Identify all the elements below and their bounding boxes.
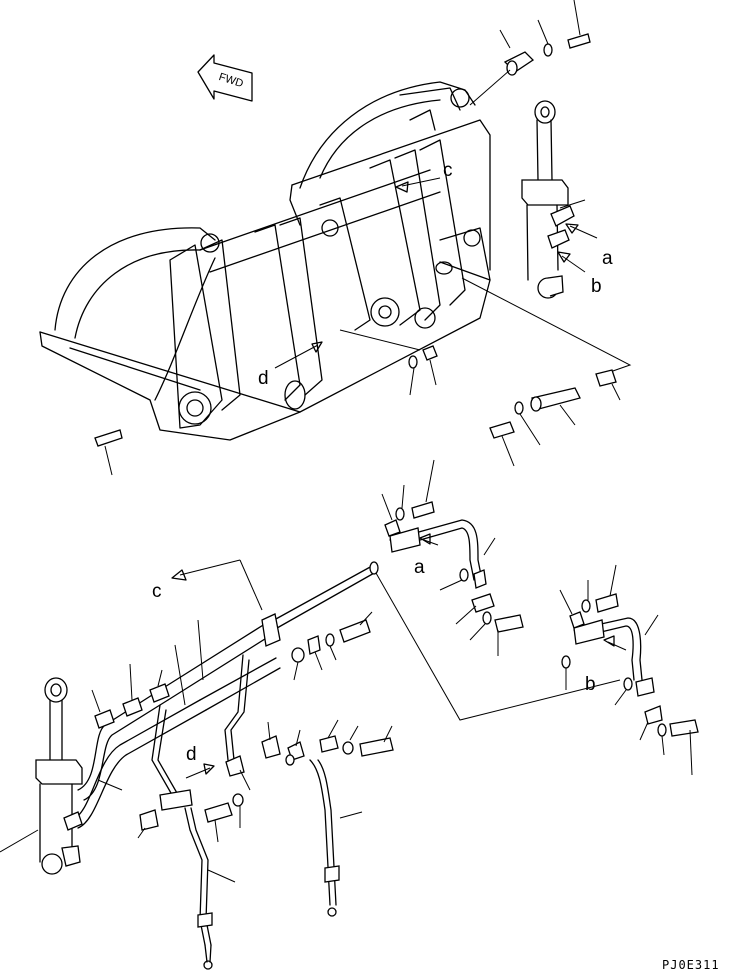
fwd-arrow: FWD bbox=[197, 54, 253, 102]
callout-c-lower: c bbox=[152, 581, 162, 602]
callout-b-top: b bbox=[591, 276, 602, 297]
callout-d-top: d bbox=[258, 368, 269, 389]
callout-a-lower: a bbox=[414, 557, 425, 578]
lower-center-hoses bbox=[137, 561, 394, 970]
hose-routing-lines bbox=[171, 559, 621, 721]
lower-callout-d-arrow bbox=[185, 763, 215, 779]
callout-c-top: c bbox=[443, 160, 453, 181]
lower-tube-a bbox=[381, 459, 524, 656]
callout-a-top: a bbox=[602, 248, 613, 269]
top-right-cylinder bbox=[521, 100, 598, 299]
drawing-code: PJ0E311 bbox=[662, 958, 720, 972]
callout-b-lower: b bbox=[585, 674, 596, 695]
top-callout-c bbox=[395, 177, 441, 193]
lower-pin-hardware bbox=[94, 277, 632, 476]
callout-d-lower: d bbox=[186, 744, 197, 765]
grapple-bucket-assembly bbox=[39, 81, 491, 441]
lower-tube-b bbox=[559, 564, 699, 776]
top-callout-d bbox=[274, 341, 323, 369]
lower-left-cylinder bbox=[0, 619, 281, 875]
fwd-label: FWD bbox=[217, 71, 245, 90]
top-pin-hardware bbox=[469, 0, 591, 106]
